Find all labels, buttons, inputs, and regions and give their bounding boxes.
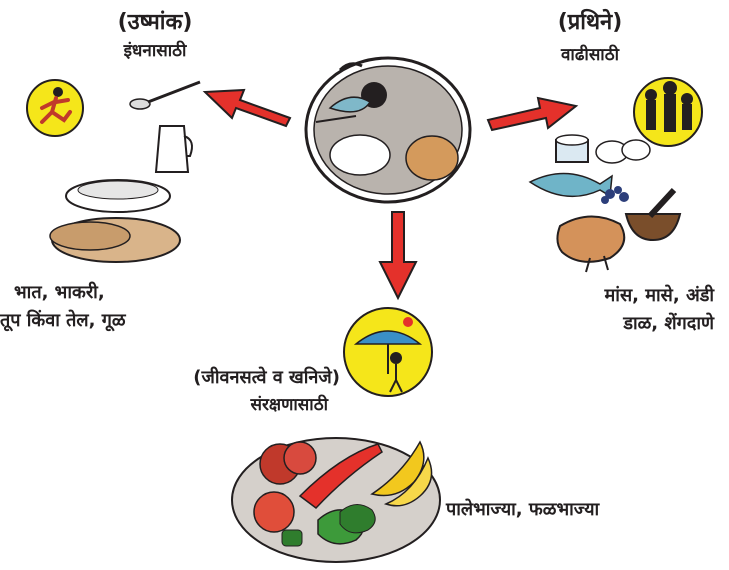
vegetable-plate	[232, 438, 440, 562]
hen-icon	[557, 216, 624, 272]
protection-foods: पालेभाज्या, फळभाज्या	[446, 500, 599, 521]
energy-runner-icon	[27, 80, 83, 136]
bowl-icon	[556, 135, 588, 162]
protection-purpose: संरक्षणासाठी	[70, 396, 328, 416]
energy-foods-line2: तूप किंवा तेल, गूळ	[0, 311, 126, 332]
arrow-to-protection	[380, 212, 416, 298]
protection-heading: (जीवनसत्वे व खनिजे)	[70, 368, 340, 389]
fish-icon	[530, 173, 612, 196]
energy-purpose: इंधनासाठी	[90, 42, 220, 62]
jug-icon	[156, 126, 192, 172]
spoon-icon	[130, 82, 200, 109]
arrow-to-energy	[205, 90, 290, 126]
growth-foods-line1: मांस, मासे, अंडी	[480, 286, 714, 307]
rice-plate-icon	[66, 180, 170, 212]
eggs-icon	[596, 140, 650, 163]
growth-family-icon	[634, 78, 702, 146]
meal-plate	[306, 58, 470, 202]
growth-heading: (प्रथिने)	[530, 10, 650, 35]
growth-foods-line2: डाळ, शेंगदाणे	[480, 314, 714, 335]
mortar-icon	[626, 190, 680, 240]
growth-purpose: वाढीसाठी	[530, 46, 650, 66]
flatbread-icon	[50, 218, 180, 262]
protection-umbrella-icon	[344, 308, 432, 396]
energy-foods-line1: भात, भाकरी,	[14, 283, 105, 304]
energy-heading: (उष्मांक)	[90, 10, 220, 35]
arrow-to-growth	[488, 98, 576, 130]
